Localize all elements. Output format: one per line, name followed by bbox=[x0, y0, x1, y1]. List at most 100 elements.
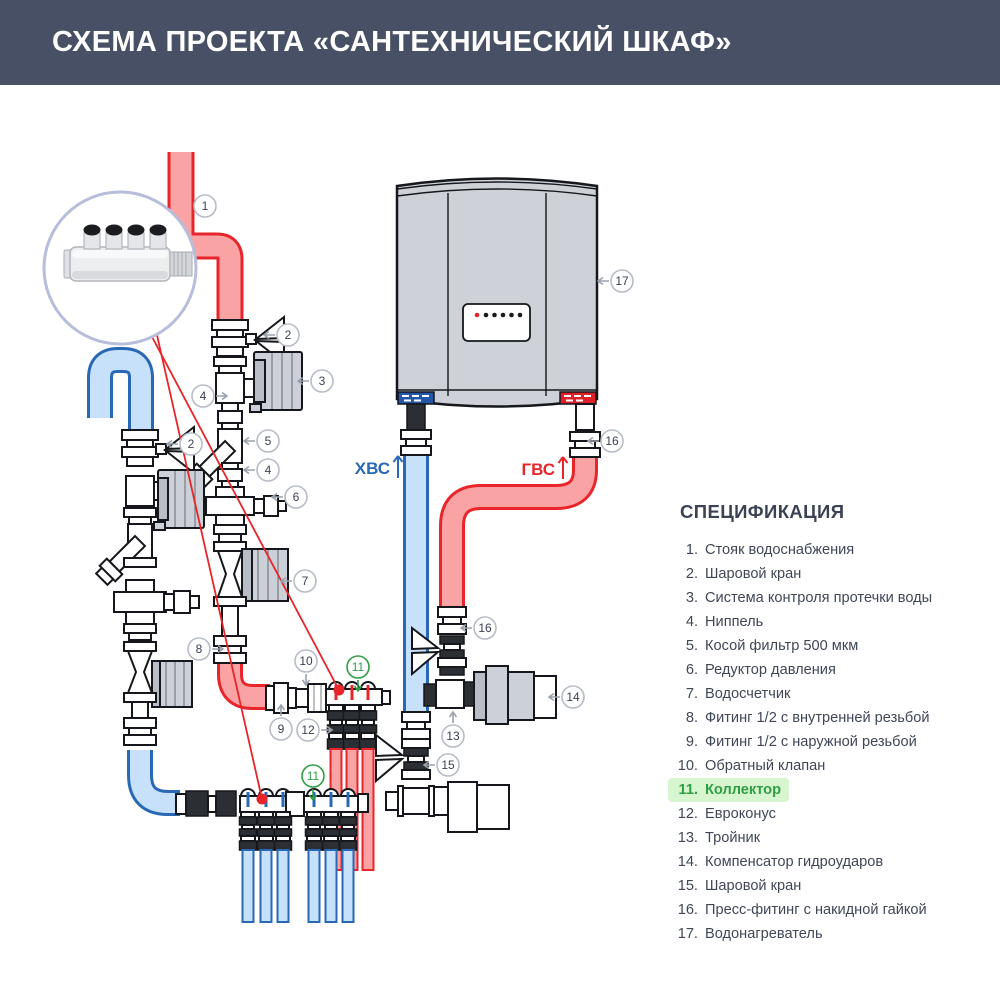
svg-text:12: 12 bbox=[301, 723, 315, 737]
callout-arrow-icon bbox=[422, 760, 435, 770]
eurocone-outlets-cold bbox=[238, 811, 358, 923]
callout-arrow-icon bbox=[301, 674, 311, 687]
callout-11: 11 bbox=[346, 655, 370, 693]
spec-heading: СПЕЦИФИКАЦИЯ bbox=[680, 501, 845, 522]
hot-line-fittings bbox=[184, 314, 303, 664]
cold-riser-pipe bbox=[87, 347, 154, 434]
callout-arrow-icon bbox=[459, 623, 472, 633]
callout-arrow-icon bbox=[276, 703, 286, 716]
callout-4: 4 bbox=[242, 458, 280, 482]
callout-3: 3 bbox=[296, 369, 334, 393]
svg-text:14: 14 bbox=[566, 690, 580, 704]
svg-text:9: 9 bbox=[278, 722, 285, 736]
svg-text:3: 3 bbox=[319, 374, 326, 388]
svg-text:2: 2 bbox=[285, 328, 292, 342]
spec-item: 6.Редуктор давления bbox=[685, 662, 836, 678]
heater-cold-port bbox=[397, 391, 435, 405]
ball-valve-hot-branch bbox=[411, 625, 467, 677]
spec-item: 10.Обратный клапан bbox=[677, 758, 826, 774]
spec-item: 1.Стояк водоснабжения bbox=[685, 542, 855, 558]
callout-5: 5 bbox=[242, 429, 280, 453]
spec-item: 12.Евроконус bbox=[677, 806, 776, 822]
svg-text:2: 2 bbox=[188, 437, 195, 451]
callout-arrow-icon bbox=[596, 276, 609, 286]
callout-16: 16 bbox=[459, 616, 497, 640]
check-valve bbox=[307, 683, 327, 713]
callout-1: 1 bbox=[193, 194, 217, 218]
spec-item: 5.Косой фильтр 500 мкм bbox=[685, 638, 859, 654]
callout-10: 10 bbox=[294, 649, 318, 687]
svg-text:16: 16 bbox=[478, 621, 492, 635]
heater-hot-stub bbox=[575, 403, 595, 431]
callout-arrow-icon bbox=[547, 692, 560, 702]
callout-arrow-icon bbox=[308, 789, 318, 802]
hot-elbow-to-collector bbox=[217, 658, 270, 710]
spec-item: 17.Водонагреватель bbox=[677, 926, 823, 942]
svg-text:4: 4 bbox=[200, 389, 207, 403]
callout-arrow-icon bbox=[586, 436, 599, 446]
spec-item: 11.Коллектор bbox=[668, 778, 790, 802]
svg-text:13: 13 bbox=[446, 729, 460, 743]
svg-text:7: 7 bbox=[302, 574, 309, 588]
hot-branch-bottom bbox=[411, 606, 557, 725]
callout-arrow-icon bbox=[165, 439, 178, 449]
callout-14: 14 bbox=[547, 685, 585, 709]
tee-fitting-13 bbox=[423, 679, 475, 709]
spec-item: 2.Шаровой кран bbox=[685, 566, 802, 582]
svg-text:16: 16 bbox=[605, 434, 619, 448]
callout-2: 2 bbox=[165, 432, 203, 456]
leak-control-cold bbox=[125, 469, 205, 531]
cold-branch-bottom bbox=[375, 711, 510, 833]
up-arrow-icon bbox=[392, 455, 404, 478]
spec-item: 3.Система контроля протечки воды bbox=[685, 590, 933, 606]
spec-item: 16.Пресс-фитинг с накидной гайкой bbox=[677, 902, 927, 918]
callout-17: 17 bbox=[596, 269, 634, 293]
spec-list: 1.Стояк водоснабжения 2.Шаровой кран 3.Сис… bbox=[668, 538, 998, 946]
cold-elbow-to-collector bbox=[127, 750, 181, 816]
specification-panel: СПЕЦИФИКАЦИЯ 1.Стояк водоснабжения 2.Шаро… bbox=[668, 501, 998, 946]
callout-arrow-icon bbox=[242, 436, 255, 446]
callout-11: 11 bbox=[301, 764, 325, 802]
water-hammer-arrestor-14 bbox=[473, 665, 557, 725]
svg-text:15: 15 bbox=[441, 758, 455, 772]
svg-text:6: 6 bbox=[293, 490, 300, 504]
svg-text:8: 8 bbox=[196, 642, 203, 656]
cross-fitting-cold bbox=[113, 579, 200, 625]
water-hammer-arrestor-outline bbox=[447, 781, 510, 833]
spec-item: 7.Водосчетчик bbox=[685, 686, 791, 702]
press-fitting-cold bbox=[400, 429, 432, 456]
pressure-reducer bbox=[205, 486, 287, 526]
svg-text:10: 10 bbox=[299, 654, 313, 668]
cold-collector-assembly bbox=[175, 788, 369, 923]
svg-text:5: 5 bbox=[265, 434, 272, 448]
water-heater bbox=[395, 177, 601, 458]
manifold-photo bbox=[63, 224, 193, 282]
callout-arrow-icon bbox=[448, 710, 458, 723]
cold-manifold bbox=[239, 788, 369, 817]
slant-filter-cold bbox=[94, 523, 153, 587]
hot-supply-pipe-gvs bbox=[439, 455, 598, 608]
page-title: СХЕМА ПРОЕКТА «САНТЕХНИЧЕСКИЙ ШКАФ» bbox=[52, 26, 732, 58]
callout-16: 16 bbox=[586, 429, 624, 453]
heater-cold-stub bbox=[406, 403, 426, 431]
spec-item: 4.Ниппель bbox=[685, 614, 764, 630]
callout-4: 4 bbox=[191, 384, 229, 408]
svg-text:4: 4 bbox=[265, 463, 272, 477]
leader-lines bbox=[149, 332, 345, 805]
label-gvs: ГВС bbox=[521, 460, 555, 479]
label-xvs: ХВС bbox=[355, 459, 390, 478]
water-meter-cold bbox=[123, 641, 193, 719]
magnifier-circle bbox=[42, 190, 198, 346]
svg-text:17: 17 bbox=[615, 274, 629, 288]
callout-8: 8 bbox=[187, 637, 225, 661]
heater-hot-port bbox=[559, 391, 597, 405]
pipe-labels: ХВС ГВС bbox=[355, 455, 569, 479]
callout-arrow-icon bbox=[242, 465, 255, 475]
spec-item: 13.Тройник bbox=[677, 830, 761, 846]
up-arrow-icon bbox=[557, 456, 569, 479]
spec-item: 8.Фитинг 1/2 с внутренней резьбой bbox=[685, 710, 930, 726]
callout-9: 9 bbox=[269, 703, 293, 741]
water-meter-hot bbox=[213, 541, 289, 637]
